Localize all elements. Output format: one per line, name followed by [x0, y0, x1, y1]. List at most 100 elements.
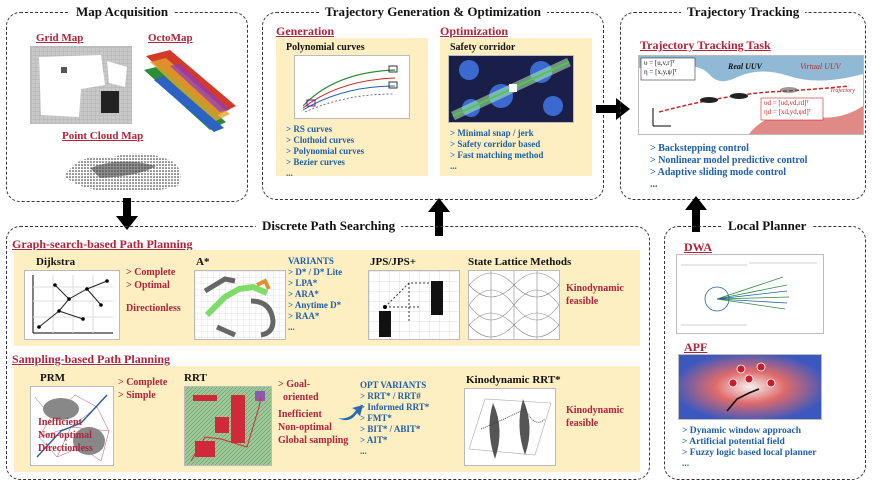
optimization-label: Optimization: [440, 24, 508, 38]
local-planner-title: Local Planner: [722, 218, 813, 234]
rrt-prop: Global sampling: [278, 435, 349, 446]
rrt-image: [184, 386, 272, 466]
arrow-local-to-tracking-icon: [685, 196, 707, 232]
trajectory-tracking-title: Trajectory Tracking: [681, 4, 806, 20]
virtual-uuv-label: Virtual UUV: [800, 62, 841, 71]
tracking-task-label: Trajectory Tracking Task: [640, 38, 771, 52]
apf-label: APF: [684, 340, 708, 354]
prm-prop: > Complete: [118, 377, 168, 388]
tracking-item: ...: [650, 179, 658, 190]
apf-image: [678, 354, 822, 420]
rrt-prop: Non-optimal: [278, 422, 332, 433]
map-acquisition-title: Map Acquisition: [70, 4, 175, 20]
point-cloud-map-image: [60, 146, 188, 196]
prm-title: PRM: [40, 372, 66, 384]
point-cloud-map-label: Point Cloud Map: [62, 130, 144, 142]
arrow-discrete-to-gen-icon: [428, 198, 450, 236]
optimization-item: > Safety corridor based: [450, 139, 541, 149]
lattice-title: State Lattice Methods: [468, 256, 572, 268]
variants-title: VARIANTS: [288, 256, 334, 266]
jps-image: [368, 270, 460, 340]
kinodynamic-text: feasible: [566, 418, 599, 429]
variant-item: > Anytime D*: [288, 300, 342, 310]
trajectory-label: Trajectory: [830, 88, 855, 94]
local-planner-list: > Dynamic window approach > Artificial p…: [682, 426, 816, 470]
dijkstra-prop: [126, 292, 181, 302]
prm-prop: [38, 402, 167, 416]
tracking-item: > Backstepping control: [650, 143, 749, 154]
generation-item: > RS curves: [286, 124, 333, 134]
discrete-path-title: Discrete Path Searching: [256, 218, 402, 234]
opt-variant-item: ...: [360, 446, 367, 456]
prm-image: [30, 386, 114, 466]
opt-variant-item: > BIT* / ABIT*: [360, 424, 421, 434]
eq-upsilon: υ = [u,v,r]ᵀ: [644, 59, 675, 67]
arrow-to-tracking-icon: [596, 98, 630, 120]
generation-item: > Polynomial curves: [286, 146, 365, 156]
dijkstra-title: Dijkstra: [36, 256, 76, 268]
octomap-image: [140, 46, 240, 132]
tracking-task-image: [638, 55, 864, 135]
variants-list: > D* / D* Lite > LPA* > ARA* > Anytime D…: [288, 267, 342, 333]
polynomial-curves-title: Polynomial curves: [286, 42, 365, 53]
kinodynamic-text: Kinodynamic: [566, 405, 624, 416]
prm-props: > Complete > Simple Inefficient Non-opti…: [38, 376, 167, 455]
opt-variant-item: > RRT* / RRT#: [360, 391, 421, 401]
rrt-prop: oriented: [278, 392, 319, 403]
opt-variant-item: > FMT*: [360, 413, 392, 423]
graph-search-label: Graph-search-based Path Planning: [12, 237, 193, 251]
prm-prop: Inefficient: [38, 417, 82, 428]
optimization-item: ...: [450, 161, 457, 171]
optimization-list: > Minimal snap / jerk > Safety corridor …: [450, 128, 543, 172]
kinodynamic-feasible-2: Kinodynamic feasible: [566, 404, 624, 430]
generation-item: > Bezier curves: [286, 157, 345, 167]
sampling-label: Sampling-based Path Planning: [12, 352, 171, 366]
jps-title: JPS/JPS+: [370, 256, 416, 268]
dijkstra-prop: Directionless: [126, 303, 181, 314]
kinodynamic-rrt-title: Kinodynamic RRT*: [466, 374, 561, 386]
prm-prop: Directionless: [38, 443, 93, 454]
kinodynamic-text: feasible: [566, 296, 599, 307]
real-uuv-label: Real UUV: [728, 62, 762, 71]
dijkstra-props: > Complete > Optimal Directionless: [126, 266, 181, 315]
dijkstra-image: [24, 270, 120, 340]
local-planner-item: > Dynamic window approach: [682, 426, 801, 436]
local-planner-item: > Artificial potential field: [682, 437, 785, 447]
grid-map-image: [30, 46, 132, 124]
kinodynamic-feasible-1: Kinodynamic feasible: [566, 282, 624, 308]
dwa-label: DWA: [684, 240, 713, 254]
grid-map-label: Grid Map: [36, 32, 84, 44]
arrow-to-opt-variants-icon: [338, 405, 363, 421]
variant-item: > LPA*: [288, 278, 318, 288]
polynomial-curves-image: [294, 55, 410, 119]
opt-variant-item: > Informed RRT*: [360, 402, 430, 412]
arrow-map-to-discrete-icon: [116, 198, 138, 230]
local-planner-item: > Fuzzy logic based local planner: [682, 448, 817, 458]
eq-eta-d: ηd = [xd,yd,ψd]ᵀ: [764, 108, 812, 116]
opt-variants-title: OPT VARIANTS: [360, 380, 427, 390]
octomap-label: OctoMap: [148, 32, 193, 44]
generation-item: > Clothoid curves: [286, 135, 355, 145]
safety-corridor-image: [448, 55, 574, 123]
eq-upsilon-d: υd = [ud,vd,rd]ᵀ: [764, 99, 809, 107]
tracking-list: > Backstepping control > Nonlinear model…: [650, 143, 807, 191]
opt-variant-item: > AIT*: [360, 435, 388, 445]
variant-item: > ARA*: [288, 289, 319, 299]
rrt-props: > Goal- oriented Inefficient Non-optimal…: [278, 378, 348, 447]
rrt-prop: Inefficient: [278, 409, 322, 420]
generation-item: ...: [286, 168, 293, 178]
optimization-item: > Fast matching method: [450, 150, 544, 160]
tracking-item: > Adaptive sliding mode control: [650, 167, 787, 178]
astar-image: [194, 270, 286, 340]
rrt-prop: > Goal-: [278, 379, 311, 390]
local-planner-item: ...: [682, 459, 690, 469]
astar-title: A*: [196, 256, 210, 268]
optimization-item: > Minimal snap / jerk: [450, 128, 534, 138]
variant-item: > RAA*: [288, 311, 320, 321]
kinodynamic-rrt-image: [464, 388, 556, 466]
rrt-title: RRT: [184, 372, 207, 384]
eq-eta: η = [x,y,ψ]ᵀ: [644, 68, 677, 76]
prm-prop: > Simple: [118, 390, 156, 401]
kinodynamic-text: Kinodynamic: [566, 283, 624, 294]
prm-prop: Non-optimal: [38, 430, 92, 441]
